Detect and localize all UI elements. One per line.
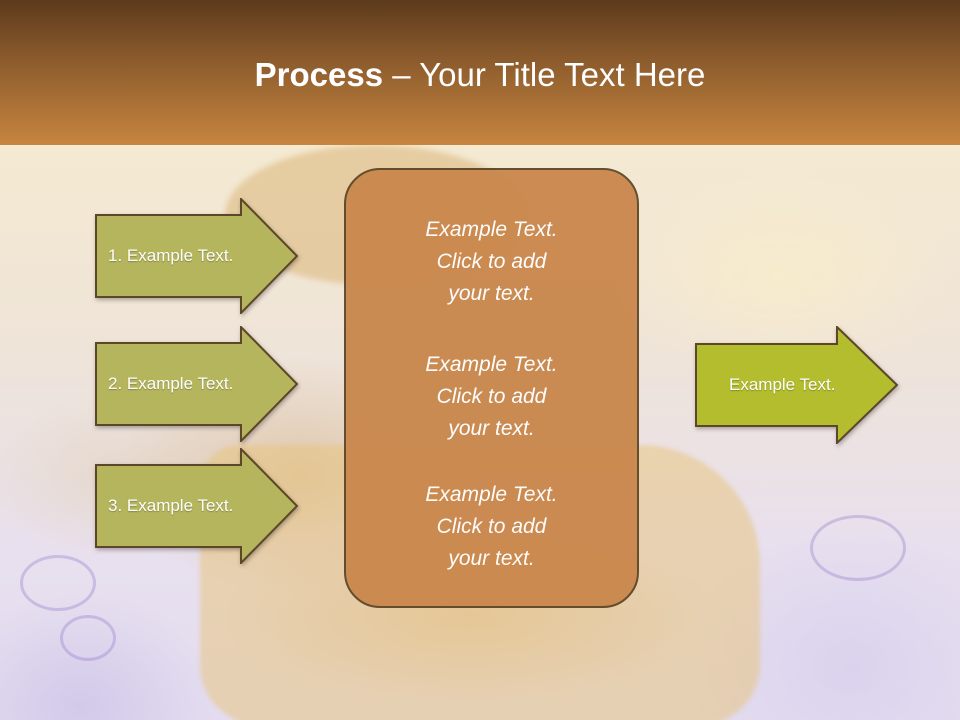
- text-line: Click to add: [436, 385, 547, 408]
- slide-title: Process – Your Title Text Here: [0, 50, 960, 100]
- text-line: your text.: [448, 282, 535, 305]
- step-arrow-2[interactable]: 2. Example Text.: [95, 326, 300, 442]
- text-line: Click to add: [436, 515, 547, 538]
- title-band: Process – Your Title Text Here: [0, 0, 960, 145]
- result-arrow[interactable]: Example Text.: [695, 326, 900, 444]
- text-line: Example Text.: [425, 353, 558, 376]
- step-label: 2. Example Text.: [108, 374, 234, 393]
- decor-swirl: [20, 555, 96, 611]
- result-label: Example Text.: [729, 375, 836, 394]
- text-block-2[interactable]: Example Text. Click to add your text.: [346, 349, 637, 445]
- center-text-box[interactable]: Example Text. Click to add your text. Ex…: [344, 168, 639, 608]
- arrow-shape-icon: [95, 198, 299, 314]
- text-block-3[interactable]: Example Text. Click to add your text.: [346, 479, 637, 575]
- text-line: your text.: [448, 547, 535, 570]
- text-line: your text.: [448, 417, 535, 440]
- arrow-shape-icon: [95, 326, 299, 442]
- title-rest: – Your Title Text Here: [383, 56, 706, 93]
- step-label: 3. Example Text.: [108, 496, 234, 515]
- arrow-shape-icon: [695, 326, 899, 444]
- title-bold: Process: [254, 56, 384, 93]
- step-label: 1. Example Text.: [108, 246, 234, 265]
- step-arrow-3[interactable]: 3. Example Text.: [95, 448, 300, 564]
- step-arrow-1[interactable]: 1. Example Text.: [95, 198, 300, 314]
- arrow-shape-icon: [95, 448, 299, 564]
- text-line: Example Text.: [425, 483, 558, 506]
- text-line: Example Text.: [425, 218, 558, 241]
- decor-swirl: [810, 515, 906, 581]
- text-block-1[interactable]: Example Text. Click to add your text.: [346, 214, 637, 310]
- text-line: Click to add: [436, 250, 547, 273]
- decor-swirl: [60, 615, 116, 661]
